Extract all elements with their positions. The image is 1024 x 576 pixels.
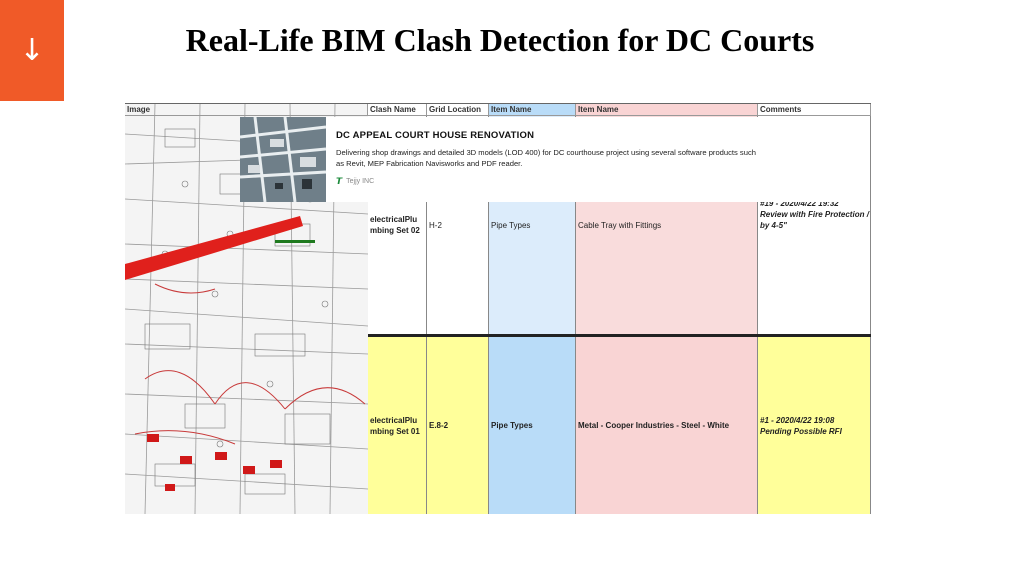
row2-comment-text: Pending Possible RFI bbox=[760, 426, 842, 436]
project-card-source: 𝙏 Tejjy INC bbox=[336, 176, 374, 187]
project-thumbnail-image bbox=[239, 116, 327, 203]
slide-title: Real-Life BIM Clash Detection for DC Cou… bbox=[185, 22, 815, 58]
row-divider bbox=[368, 334, 871, 337]
header-clash-name: Clash Name bbox=[368, 104, 427, 116]
row2-comments: #1 - 2020/4/22 19:08 Pending Possible RF… bbox=[758, 337, 871, 514]
row2-clash-name: electricalPlu mbing Set 01 bbox=[368, 337, 427, 514]
header-image: Image bbox=[125, 104, 368, 116]
row1-comment-date: #19 - 2020/4/22 19:32 bbox=[760, 199, 839, 208]
tejjy-logo-icon: 𝙏 bbox=[336, 176, 343, 186]
header-item-name-b: Item Name bbox=[576, 104, 758, 116]
header-comments: Comments bbox=[758, 104, 871, 116]
project-card[interactable]: DC APPEAL COURT HOUSE RENOVATION Deliver… bbox=[239, 116, 870, 203]
nav-down-button[interactable]: ↓ bbox=[0, 0, 64, 101]
arrow-down-icon: ↓ bbox=[19, 32, 45, 68]
header-item-name-a: Item Name bbox=[489, 104, 576, 116]
clash-table: Image Clash Name Grid Location Item Name… bbox=[125, 104, 871, 514]
row2-item-a: Pipe Types bbox=[489, 337, 576, 514]
row1-comment-text: Review with Fire Protection / by 4-5" bbox=[760, 210, 869, 230]
project-card-description: Delivering shop drawings and detailed 3D… bbox=[336, 148, 756, 168]
project-card-title: DC APPEAL COURT HOUSE RENOVATION bbox=[336, 130, 535, 141]
row2-grid-location: E.8-2 bbox=[427, 337, 489, 514]
project-card-source-label: Tejjy INC bbox=[346, 178, 375, 185]
header-grid-location: Grid Location bbox=[427, 104, 489, 116]
row2-comment-date: #1 - 2020/4/22 19:08 bbox=[760, 415, 835, 425]
row2-item-b: Metal - Cooper Industries - Steel - Whit… bbox=[576, 337, 758, 514]
